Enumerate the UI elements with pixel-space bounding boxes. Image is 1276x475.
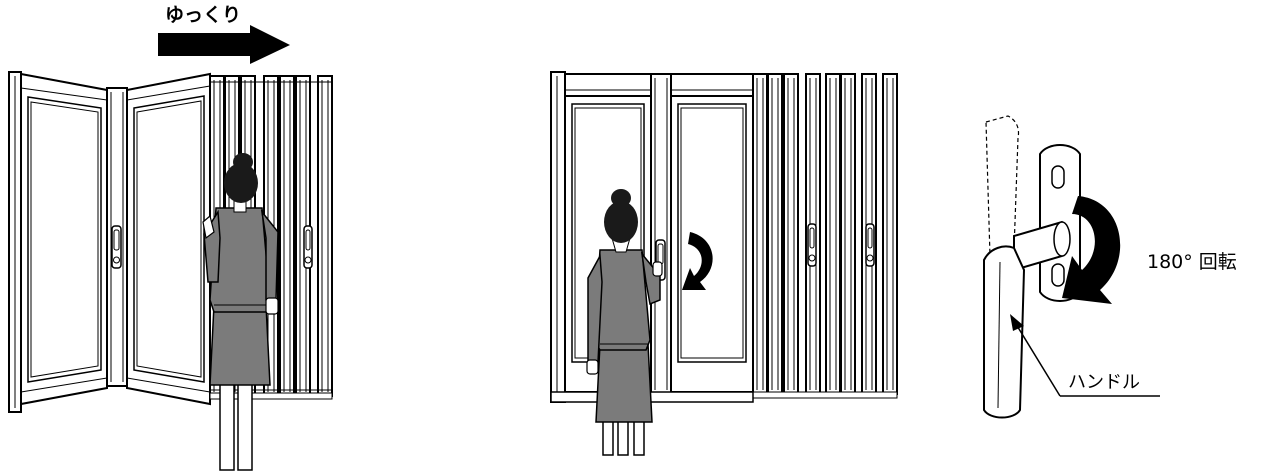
- arrow-right-icon: [158, 25, 290, 64]
- slow-label: ゆっくり: [165, 4, 241, 26]
- stacked-panels-closed: [753, 74, 897, 398]
- door-leaf-right-closed: [671, 96, 753, 392]
- door-leaf-right: [127, 74, 210, 404]
- scene-folding-door: ゆっくり: [9, 4, 332, 470]
- handle-label: ハンドル: [1068, 372, 1140, 393]
- frame-left: [551, 72, 565, 402]
- handle-lever: [984, 247, 1024, 418]
- hinge-post: [107, 88, 127, 386]
- left-jamb: [9, 72, 21, 412]
- rotation-label: 180° 回転: [1147, 251, 1237, 273]
- handle-ghost-outline: [986, 116, 1019, 256]
- door-leaf-left: [21, 74, 107, 404]
- scene-closed-door: [551, 72, 897, 455]
- bottom-sill: [551, 392, 753, 402]
- center-post: [651, 74, 671, 394]
- scene-handle-detail: 180° 回転 ハンドル: [984, 116, 1237, 418]
